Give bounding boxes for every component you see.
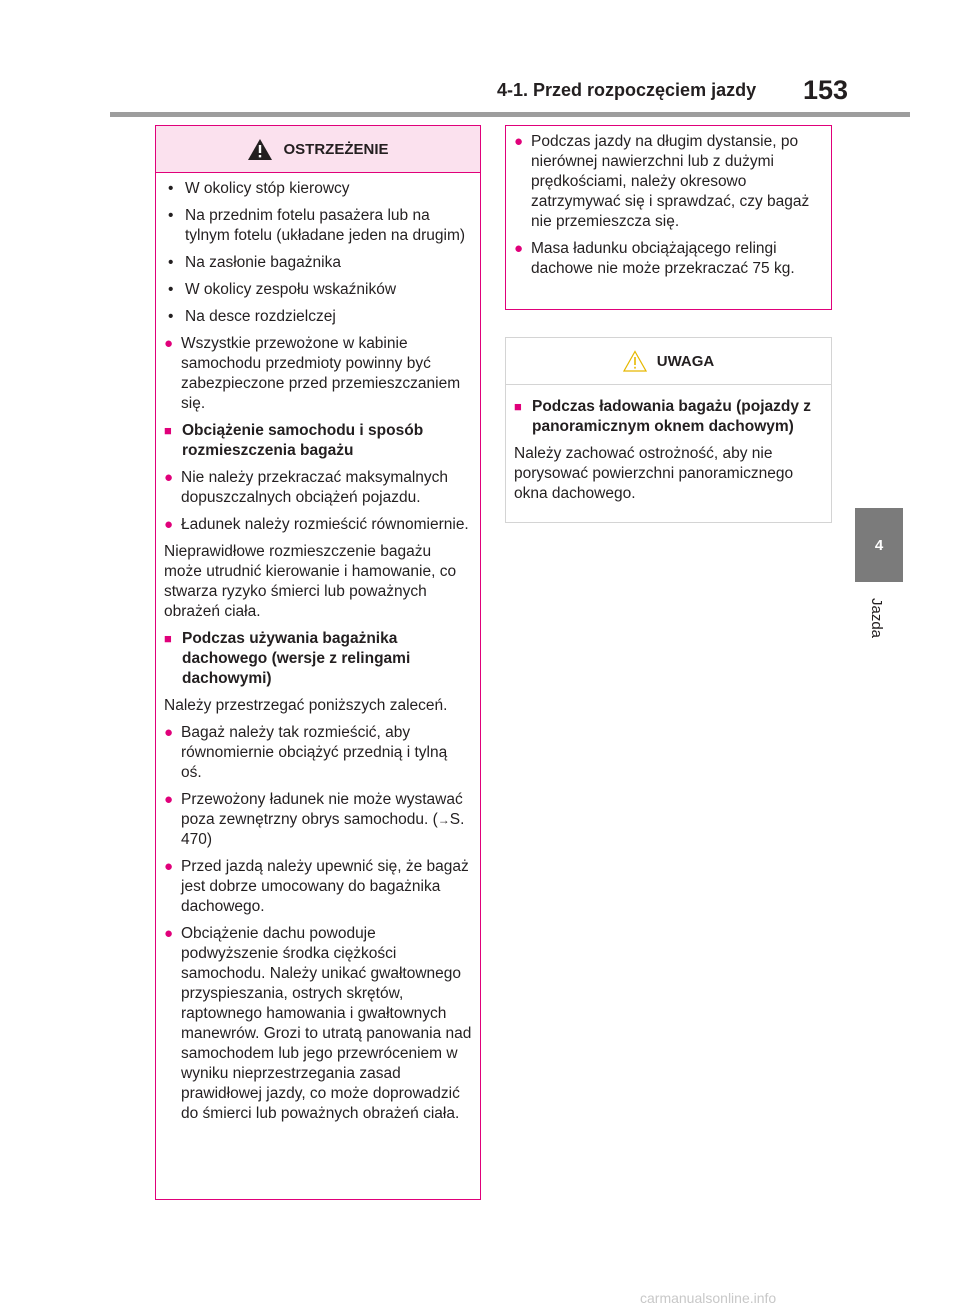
chapter-title: 4-1. Przed rozpoczęciem jazdy (497, 80, 757, 100)
list-item: ●Wszystkie przewożone w kabinie samochod… (164, 335, 461, 412)
section-heading: ■Podczas używania bagażnika dachowego (w… (164, 630, 411, 687)
list-item: •W okolicy zespołu wskaźników (168, 281, 397, 298)
paragraph: Należy zachować ostrożność, aby nie pory… (514, 445, 794, 502)
list-item: ●Podczas jazdy na długim dystansie, po n… (514, 133, 810, 230)
list-item: •Na desce rozdzielczej (168, 308, 336, 325)
warning-content: •W okolicy stóp kierowcy •Na przednim fo… (156, 173, 480, 1124)
paragraph: Należy przestrzegać poniższych zaleceń. (164, 697, 448, 714)
warning-heading: OSTRZEŻENIE (156, 126, 480, 173)
page-number: 153 (803, 75, 849, 105)
list-item: ●Ładunek należy rozmieścić równomiernie. (164, 516, 469, 533)
page-ref-arrow-icon: → (437, 813, 450, 827)
list-item: •W okolicy stóp kierowcy (168, 180, 350, 197)
chapter-tab-number: 4 (874, 536, 884, 554)
notice-heading-text: UWAGA (656, 352, 715, 370)
warning-continuation-box: ●Podczas jazdy na długim dystansie, po n… (505, 125, 832, 310)
warning-heading-text: OSTRZEŻENIE (283, 140, 389, 158)
header-rule (110, 112, 910, 117)
chapter-tab-label: Jazda (868, 598, 885, 639)
list-item: •Na przednim fotelu pasażera lub na tyln… (168, 207, 466, 244)
list-item: ●Przed jazdą należy upewnić się, że baga… (164, 858, 469, 915)
list-item: ●Bagaż należy tak rozmieścić, aby równom… (164, 724, 448, 781)
notice-content: ■Podczas ładowania bagażu (pojazdy z pan… (506, 385, 831, 504)
list-item: ●Obciążenie dachu powoduje podwyższenie … (164, 925, 472, 1122)
list-item: ●Przewożony ładunek nie może wystawać po… (164, 791, 465, 848)
section-heading: ■Obciążenie samochodu i sposób rozmieszc… (164, 422, 424, 459)
section-heading: ■Podczas ładowania bagażu (pojazdy z pan… (514, 398, 812, 435)
warning-box: OSTRZEŻENIE •W okolicy stóp kierowcy •Na… (155, 125, 481, 1200)
paragraph: Nieprawidłowe rozmieszczenie bagażu może… (164, 543, 457, 620)
list-item: ●Nie należy przekraczać maksymalnych dop… (164, 469, 449, 506)
warning-continuation-content: ●Podczas jazdy na długim dystansie, po n… (506, 126, 831, 279)
notice-box: UWAGA ■Podczas ładowania bagażu (pojazdy… (505, 337, 832, 523)
watermark: carmanualsonline.info (640, 1290, 777, 1306)
list-item: •Na zasłonie bagażnika (168, 254, 341, 271)
list-item: ●Masa ładunku obciążającego relingi dach… (514, 240, 795, 277)
warning-triangle-icon (248, 138, 273, 160)
notice-heading: UWAGA (506, 338, 831, 385)
chapter-tab: 4 (855, 508, 903, 582)
caution-outline-triangle-icon (622, 350, 647, 372)
